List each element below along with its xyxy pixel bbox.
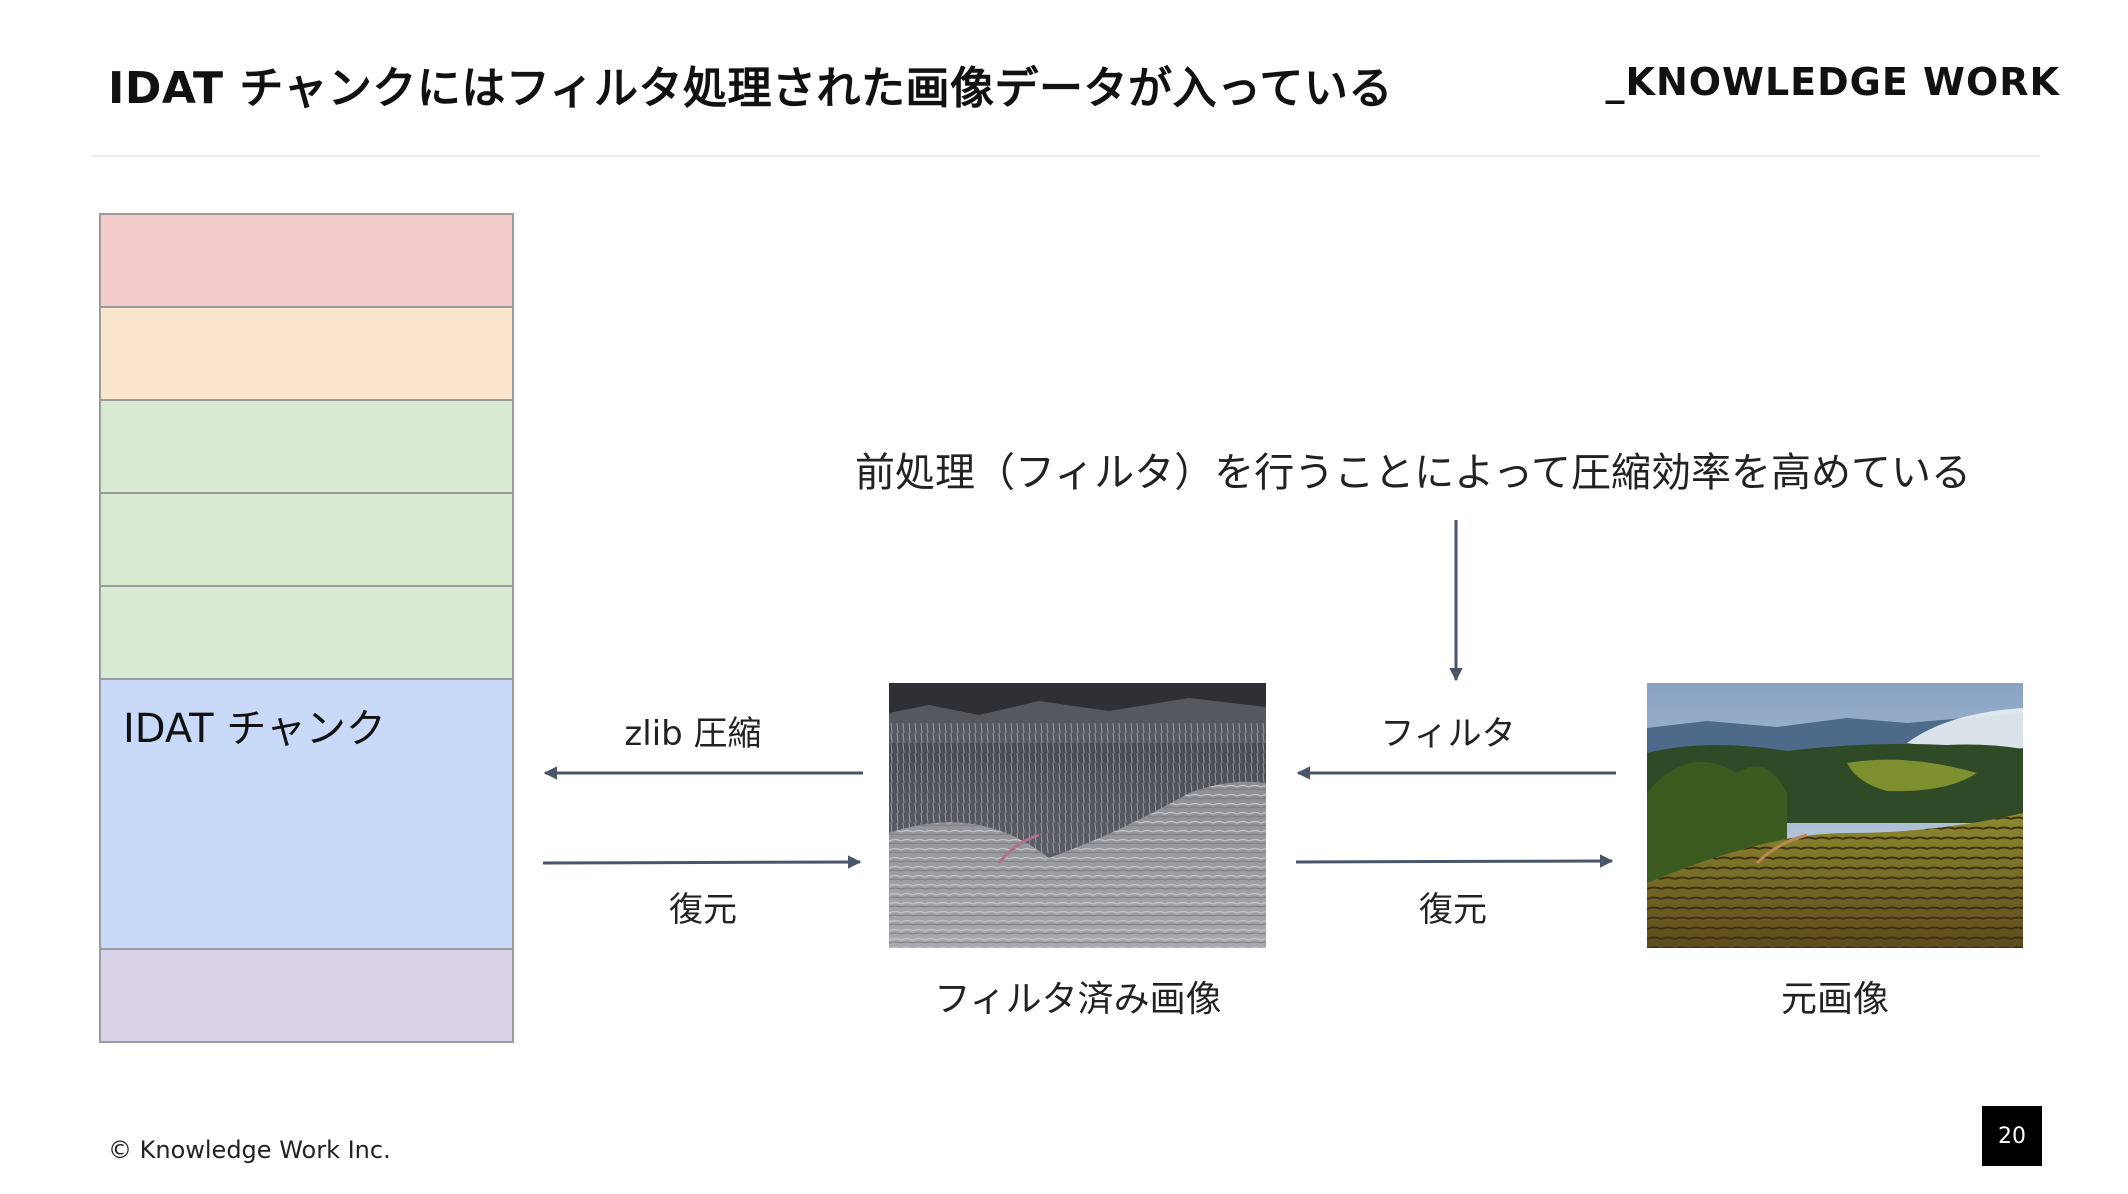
- restore-arrow-left: [542, 855, 862, 869]
- idat-chunk-label: IDAT チャンク: [123, 706, 386, 752]
- original-image: [1647, 683, 2023, 948]
- page-number: 20: [1982, 1106, 2042, 1166]
- restore-label-right: 復元: [1419, 890, 1487, 930]
- original-image-graphic: [1647, 683, 2023, 948]
- chunk-block-3: [99, 399, 514, 494]
- chunk-block-7: [99, 948, 514, 1043]
- brand-logo: _KNOWLEDGE WORK: [1605, 60, 2060, 104]
- restore-arrow-right: [1295, 854, 1614, 868]
- png-chunk-stack: IDAT チャンク: [99, 213, 514, 1043]
- slide-title: IDAT チャンクにはフィルタ処理された画像データが入っている: [108, 63, 1393, 114]
- filtered-image: [889, 683, 1266, 948]
- compress-label: zlib 圧縮: [624, 714, 762, 754]
- filtered-image-caption: フィルタ済み画像: [934, 979, 1222, 1020]
- copyright-text: © Knowledge Work Inc.: [108, 1136, 391, 1164]
- chunk-block-2: [99, 306, 514, 401]
- filter-label: フィルタ: [1380, 714, 1516, 754]
- filtered-image-graphic: [889, 683, 1266, 948]
- restore-label-left: 復元: [669, 890, 737, 930]
- explanation-text: 前処理（フィルタ）を行うことによって圧縮効率を高めている: [855, 450, 1971, 496]
- idat-chunk-block: IDAT チャンク: [99, 678, 514, 950]
- original-image-caption: 元画像: [1780, 979, 1889, 1020]
- header-divider: [92, 155, 2040, 157]
- chunk-block-5: [99, 585, 514, 680]
